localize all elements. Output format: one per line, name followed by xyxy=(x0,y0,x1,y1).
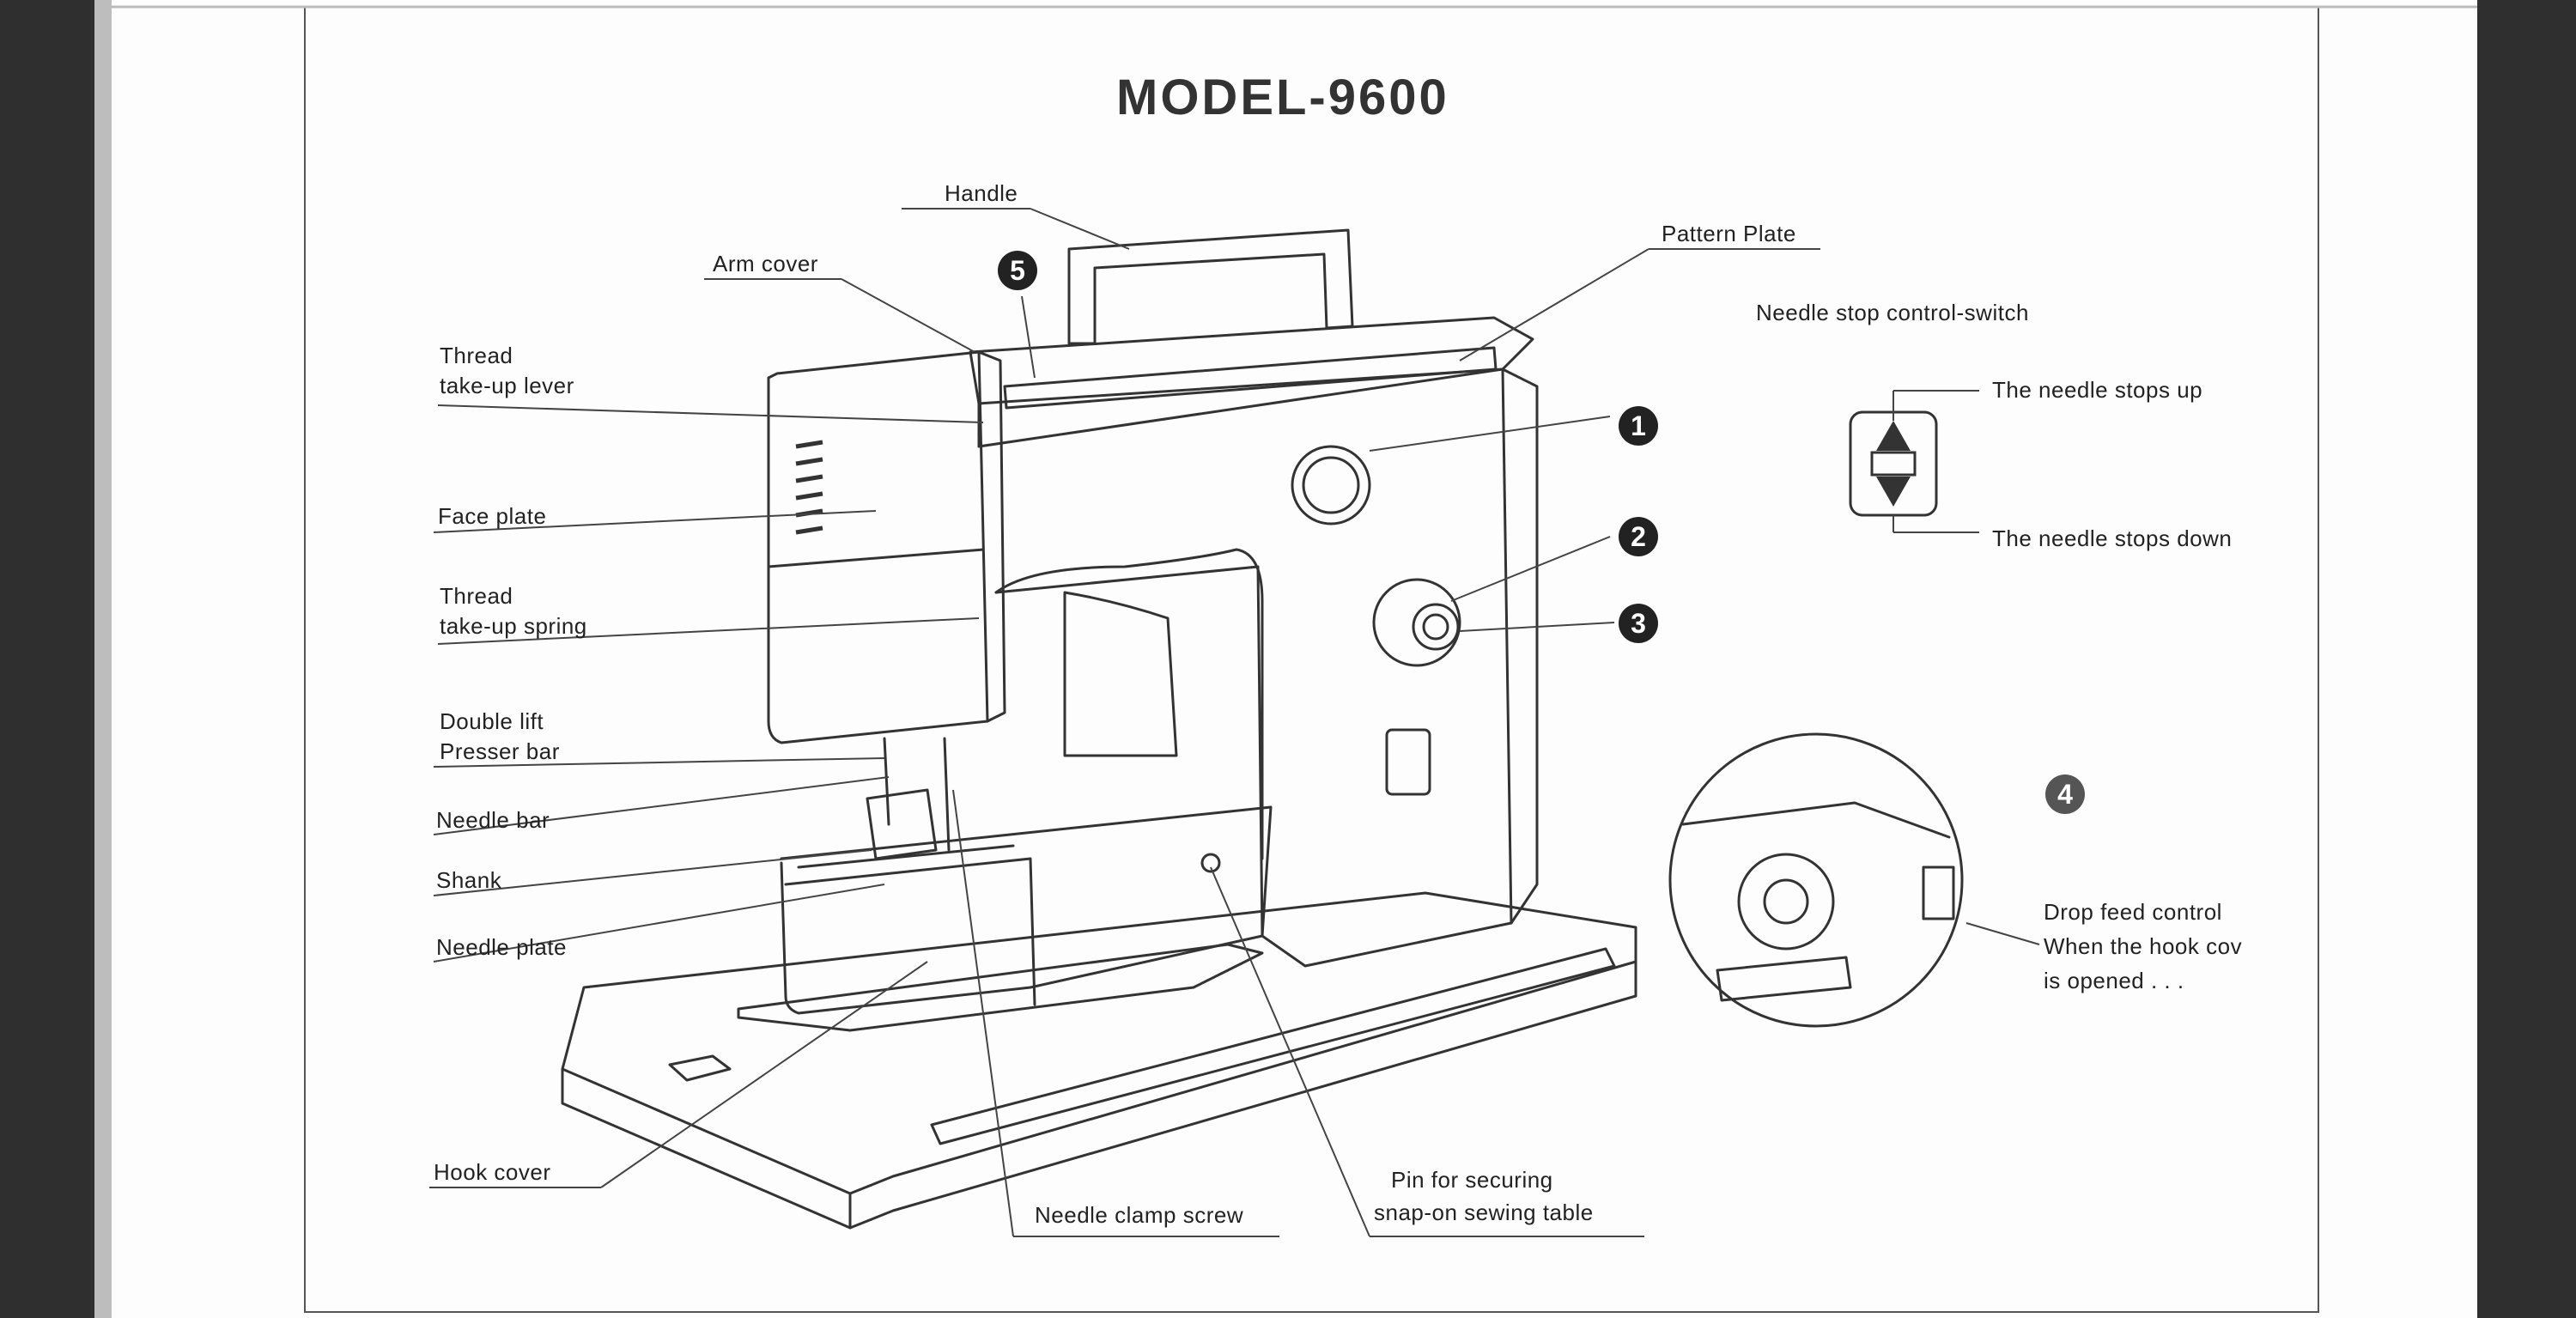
label-arm-cover: Arm cover xyxy=(713,251,818,276)
label-pin-2: snap-on sewing table xyxy=(1374,1200,1594,1225)
label-hook-cover: Hook cover xyxy=(434,1159,551,1185)
label-shank: Shank xyxy=(436,867,502,893)
marker-2: 2 xyxy=(1619,517,1658,556)
viewer-right-margin xyxy=(2477,0,2576,1318)
marker-1: 1 xyxy=(1619,406,1658,446)
label-handle: Handle xyxy=(945,180,1018,206)
label-drop-feed-3: is opened . . . xyxy=(2044,968,2184,993)
label-needle-stop-switch: Needle stop control-switch xyxy=(1756,300,2029,325)
label-needle-stops-down: The needle stops down xyxy=(1992,525,2233,551)
viewer-left-margin xyxy=(0,0,94,1318)
label-needle-clamp-screw: Needle clamp screw xyxy=(1035,1202,1244,1228)
diagram-title: MODEL-9600 xyxy=(1116,70,1449,125)
label-thread-takeup-spring-2: take-up spring xyxy=(440,613,587,639)
label-thread-takeup-spring-1: Thread xyxy=(440,583,513,609)
label-drop-feed-1: Drop feed control xyxy=(2044,899,2222,925)
marker-3: 3 xyxy=(1619,604,1658,643)
label-needle-plate: Needle plate xyxy=(436,934,567,960)
label-needle-bar: Needle bar xyxy=(436,807,550,833)
label-pin-1: Pin for securing xyxy=(1391,1167,1553,1193)
label-double-lift-2: Presser bar xyxy=(440,738,560,764)
label-face-plate: Face plate xyxy=(438,503,547,529)
marker-5: 5 xyxy=(998,251,1037,290)
label-drop-feed-2: When the hook cov xyxy=(2044,933,2243,959)
label-pattern-plate: Pattern Plate xyxy=(1662,221,1796,246)
label-thread-takeup-lever-2: take-up lever xyxy=(440,373,574,398)
marker-4: 4 xyxy=(2045,774,2085,814)
label-thread-takeup-lever-1: Thread xyxy=(440,343,513,368)
document-page xyxy=(112,0,2477,1318)
label-double-lift-1: Double lift xyxy=(440,708,544,734)
label-needle-stops-up: The needle stops up xyxy=(1992,377,2203,403)
viewer-left-strip xyxy=(94,0,112,1318)
